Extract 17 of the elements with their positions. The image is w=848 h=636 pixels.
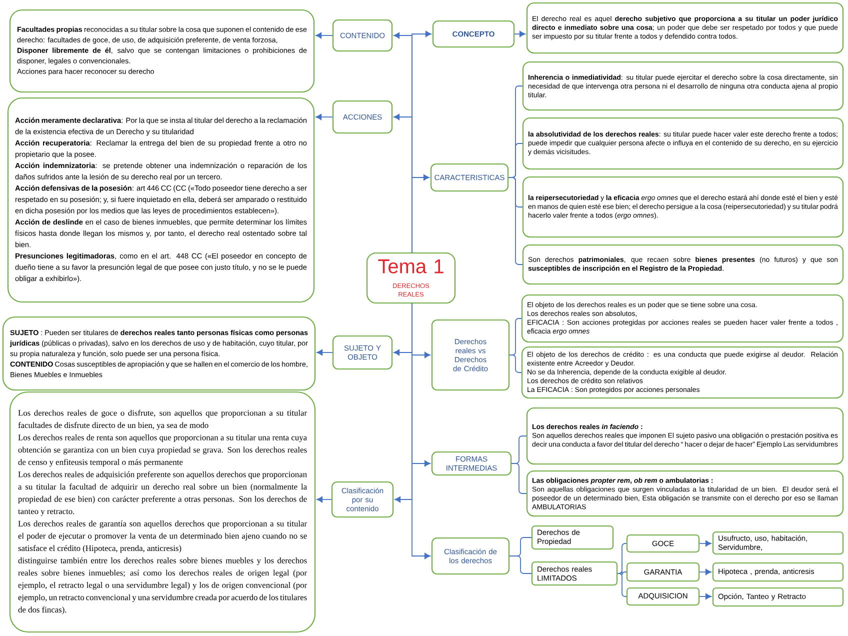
arrow (412, 302, 430, 560)
connector-line (511, 463, 527, 494)
arrow (316, 349, 333, 356)
arrow (316, 32, 333, 39)
arrow (316, 114, 333, 120)
connector-line (509, 556, 532, 574)
connector-line (509, 354, 522, 373)
connector-line (508, 177, 523, 265)
arrow (514, 30, 526, 38)
arrow (699, 568, 712, 576)
connector-line (617, 570, 627, 576)
arrow (316, 496, 332, 503)
arrow (699, 593, 712, 600)
arrow (412, 174, 430, 254)
connector-line (617, 573, 627, 597)
arrow (699, 540, 712, 547)
note-box: Los derechos reales de goce o disfrute, son aquellos que proporcionan a su titular facultades de disfrute directo de un bien, ya sea de modo Los derechos reales de renta son aquellos que proporcionan a su titular una renta cuya obtención se garantiza con un bien cuya propiedad se grava. Son los derechos reales de censo y enfiteusis temporal o más permanente Los derechos reales de adquisición preferente son aquellos derechos que proporcionan a su titular la facultad de adquirir un derecho real sobre un bien (normalmente la propiedad de ese bien) con carácter preferente a otras personas. Son los derechos de tanteo y retracto. Los derechos reales de garantía son aquellos derechos que proporcionan a su titular el poder de ejecutar o promover la venta de un determinado bien ajeno cuando no se satisface el crédito (Hipoteca, prenda, anticresis) distinguirse también entre los derechos reales sobre bienes muebles y los derechos reales sobre bienes inmuebles; así como los derechos reales de origen legal (por ejemplo, el retracto legal o una servidumbre legal) y los de origen convencional (por ejemplo, un retracto convencional y una servidumbre creada por acuerdo de los titulares de dos fincas). (9, 391, 316, 633)
